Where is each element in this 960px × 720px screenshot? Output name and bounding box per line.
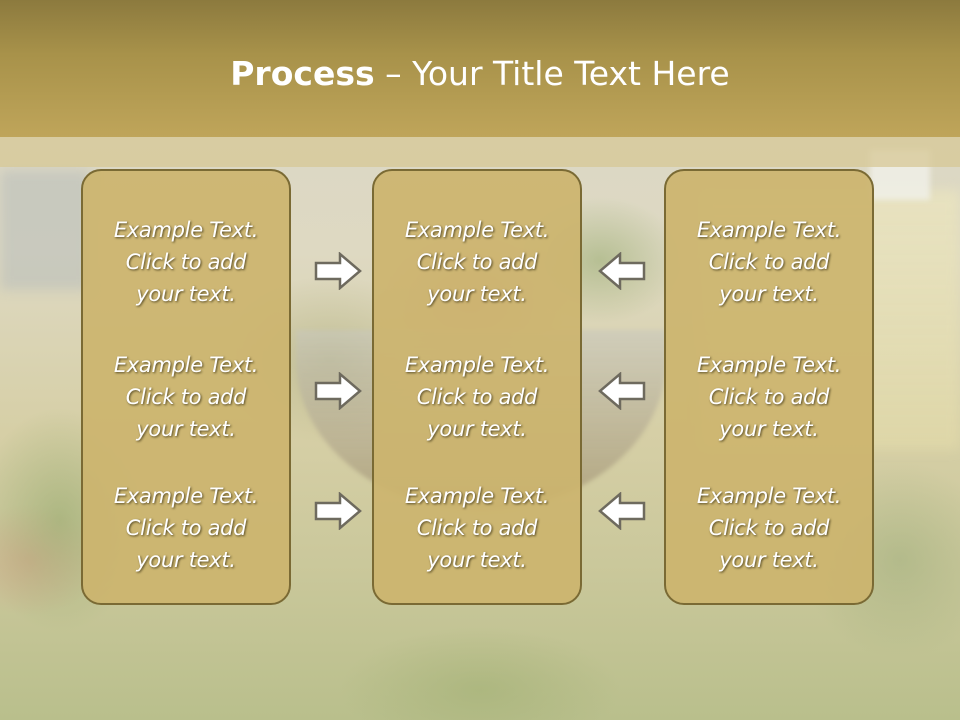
right-arrow-icon[interactable]: [314, 252, 362, 290]
left-arrow-icon[interactable]: [598, 492, 646, 530]
title-rest: – Your Title Text Here: [374, 54, 730, 93]
process-column-2[interactable]: Example Text. Click to add your text. Ex…: [372, 169, 582, 605]
text-block[interactable]: Example Text. Click to add your text.: [666, 349, 872, 445]
text-line: Example Text.: [696, 484, 842, 508]
text-line: Click to add: [708, 385, 830, 409]
text-line: your text.: [427, 417, 527, 441]
text-line: Click to add: [125, 250, 247, 274]
text-line: Click to add: [125, 385, 247, 409]
text-line: Example Text.: [113, 353, 259, 377]
text-line: Example Text.: [404, 353, 550, 377]
text-block[interactable]: Example Text. Click to add your text.: [83, 349, 289, 445]
title-bold: Process: [230, 54, 375, 93]
text-line: Click to add: [416, 385, 538, 409]
text-line: your text.: [427, 548, 527, 572]
text-line: Click to add: [125, 516, 247, 540]
text-line: your text.: [136, 282, 236, 306]
left-arrow-icon[interactable]: [598, 252, 646, 290]
slide-title[interactable]: Process – Your Title Text Here: [0, 52, 960, 96]
text-line: your text.: [719, 417, 819, 441]
text-block[interactable]: Example Text. Click to add your text.: [374, 214, 580, 310]
text-line: Example Text.: [696, 218, 842, 242]
text-line: Example Text.: [113, 218, 259, 242]
text-block[interactable]: Example Text. Click to add your text.: [83, 480, 289, 576]
text-block[interactable]: Example Text. Click to add your text.: [374, 349, 580, 445]
title-sub-band: [0, 137, 960, 167]
text-line: your text.: [136, 548, 236, 572]
text-block[interactable]: Example Text. Click to add your text.: [374, 480, 580, 576]
text-line: Click to add: [416, 516, 538, 540]
text-block[interactable]: Example Text. Click to add your text.: [666, 214, 872, 310]
text-line: Example Text.: [404, 484, 550, 508]
text-line: your text.: [427, 282, 527, 306]
title-band: [0, 0, 960, 137]
text-line: Click to add: [708, 516, 830, 540]
text-block[interactable]: Example Text. Click to add your text.: [666, 480, 872, 576]
left-arrow-icon[interactable]: [598, 372, 646, 410]
right-arrow-icon[interactable]: [314, 372, 362, 410]
text-block[interactable]: Example Text. Click to add your text.: [83, 214, 289, 310]
process-column-1[interactable]: Example Text. Click to add your text. Ex…: [81, 169, 291, 605]
text-line: Click to add: [416, 250, 538, 274]
text-line: your text.: [719, 548, 819, 572]
text-line: Example Text.: [404, 218, 550, 242]
text-line: Example Text.: [113, 484, 259, 508]
right-arrow-icon[interactable]: [314, 492, 362, 530]
text-line: Click to add: [708, 250, 830, 274]
process-column-3[interactable]: Example Text. Click to add your text. Ex…: [664, 169, 874, 605]
text-line: your text.: [136, 417, 236, 441]
text-line: your text.: [719, 282, 819, 306]
background-arch: [0, 170, 90, 290]
text-line: Example Text.: [696, 353, 842, 377]
